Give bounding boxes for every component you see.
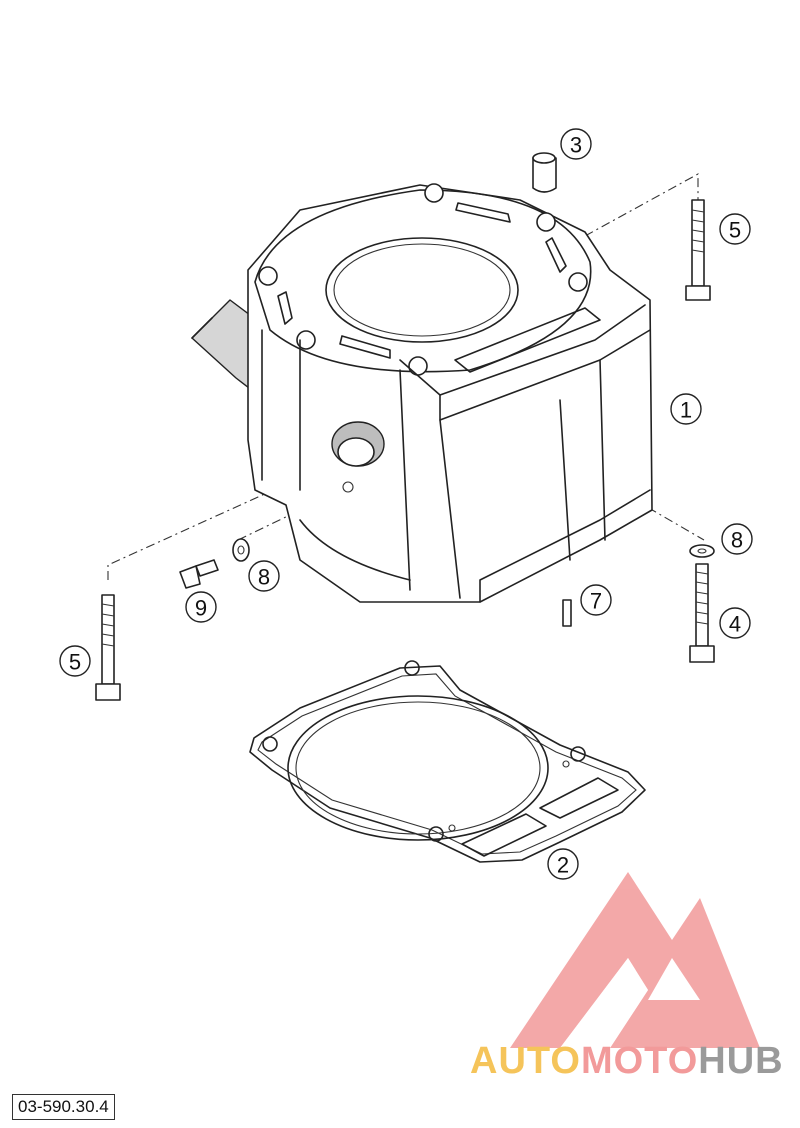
callout-circle <box>185 591 217 623</box>
callout-circle <box>560 128 592 160</box>
callout-c8b: 8 <box>248 560 280 592</box>
callout-circle <box>59 645 91 677</box>
callout-c4: 4 <box>719 607 751 639</box>
callout-circle <box>547 848 579 880</box>
callout-circle <box>580 584 612 616</box>
callout-circle <box>670 393 702 425</box>
callout-circle <box>719 607 751 639</box>
base-gasket-part <box>249 660 646 863</box>
callout-c7: 7 <box>580 584 612 616</box>
callout-number: 8 <box>731 528 743 553</box>
washer-right-part <box>689 544 715 558</box>
callout-group: 1 2 3 4 5 5 7 8 8 9 <box>59 128 753 880</box>
watermark-moto: MOTO <box>580 1040 699 1082</box>
callout-c3: 3 <box>560 128 592 160</box>
cylinder-part <box>191 183 653 603</box>
washer-left-part <box>232 538 250 562</box>
watermark-text: AUTOMOTOHUB <box>470 1040 784 1083</box>
callout-c2: 2 <box>547 848 579 880</box>
callout-c5a: 5 <box>719 213 751 245</box>
callout-number: 7 <box>590 589 602 614</box>
callout-number: 4 <box>729 612 741 637</box>
callout-number: 2 <box>557 853 569 878</box>
dowel-sleeve-part <box>532 152 557 193</box>
callout-c9: 9 <box>185 591 217 623</box>
callout-c5b: 5 <box>59 645 91 677</box>
stud-bolt-left-part <box>95 594 121 701</box>
watermark-hub: HUB <box>698 1040 784 1082</box>
callout-circle <box>721 523 753 555</box>
callout-number: 3 <box>570 133 582 158</box>
small-screw-part <box>179 559 219 589</box>
watermark-auto: AUTO <box>470 1040 581 1082</box>
short-bolt-part <box>689 563 715 663</box>
stud-bolt-right-part <box>685 199 711 301</box>
callout-number: 8 <box>258 565 270 590</box>
dowel-pin-part <box>562 599 572 627</box>
callout-circle <box>719 213 751 245</box>
automotohub-triangle-logo <box>510 872 760 1048</box>
callout-number: 1 <box>680 398 692 423</box>
callout-c1: 1 <box>670 393 702 425</box>
callout-circle <box>248 560 280 592</box>
callout-number: 5 <box>729 218 741 243</box>
callout-c8a: 8 <box>721 523 753 555</box>
part-code-label: 03-590.30.4 <box>12 1094 115 1120</box>
callout-number: 9 <box>195 596 207 621</box>
callout-number: 5 <box>69 650 81 675</box>
